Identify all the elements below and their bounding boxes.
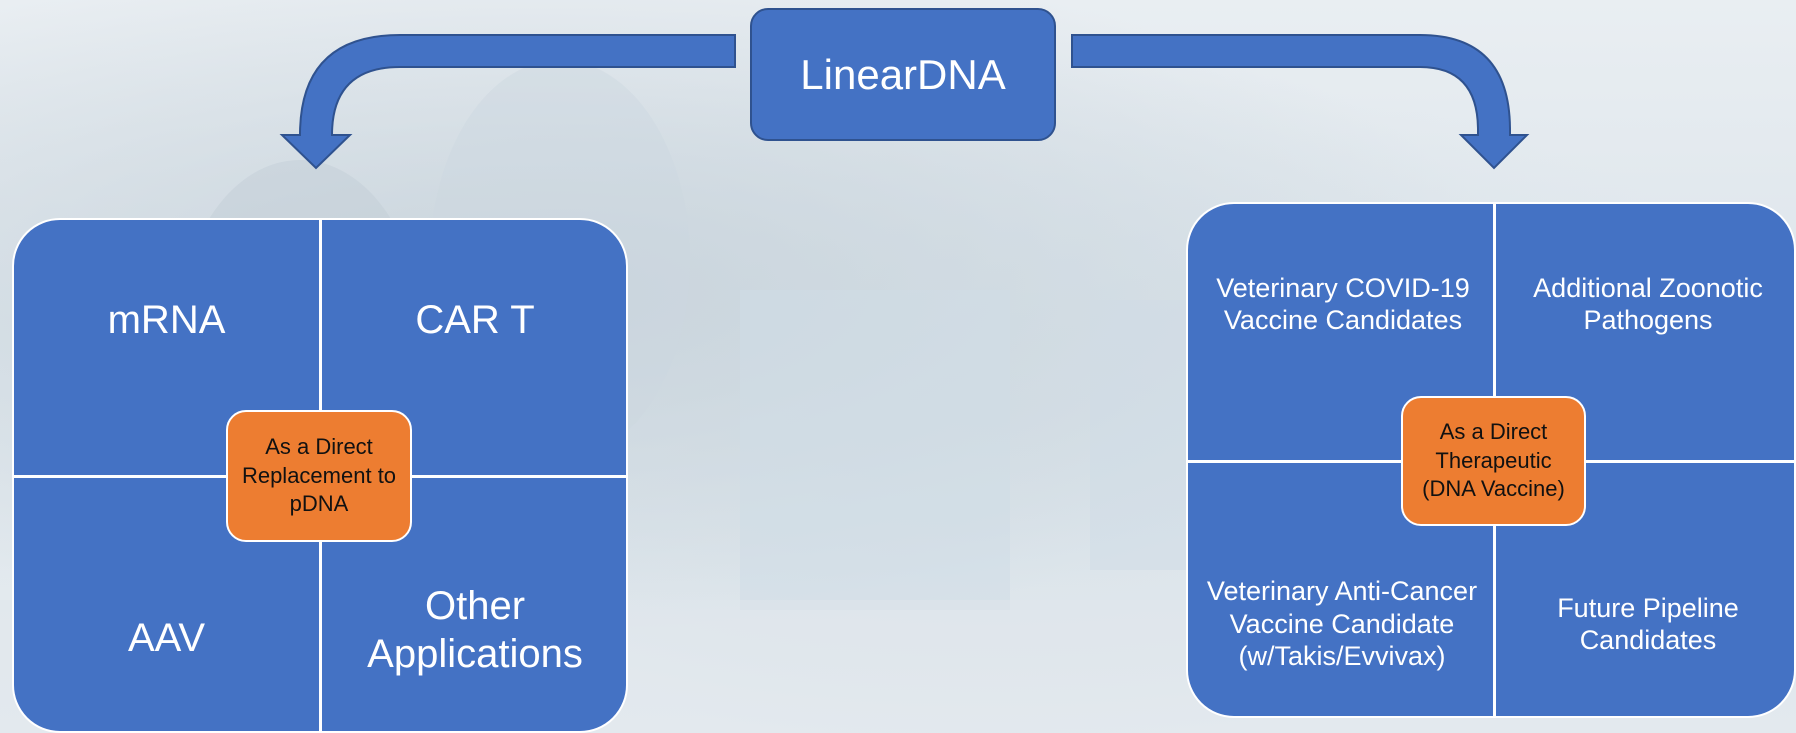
left-center-label: As a Direct Replacement to pDNA [226, 410, 412, 542]
cell-mrna: mRNA [107, 298, 226, 342]
lineardna-label: LinearDNA [800, 50, 1006, 98]
cell-other-applications: Other Applications [367, 584, 583, 676]
right-center-label: As a Direct Therapeutic (DNA Vaccine) [1401, 396, 1586, 526]
lineardna-box: LinearDNA [750, 8, 1056, 141]
cell-future-pipeline: Future Pipeline Candidates [1557, 592, 1739, 655]
arrow-left [279, 34, 736, 170]
cell-aav: AAV [127, 616, 206, 660]
cell-veterinary-covid: Veterinary COVID-19 Vaccine Candidates [1216, 272, 1470, 335]
cell-car-t: CAR T [415, 298, 535, 342]
cell-anti-cancer-vaccine: Veterinary Anti-Cancer Vaccine Candidate… [1206, 576, 1478, 672]
cell-zoonotic-pathogens: Additional Zoonotic Pathogens [1533, 272, 1763, 335]
arrow-right [1071, 34, 1530, 170]
